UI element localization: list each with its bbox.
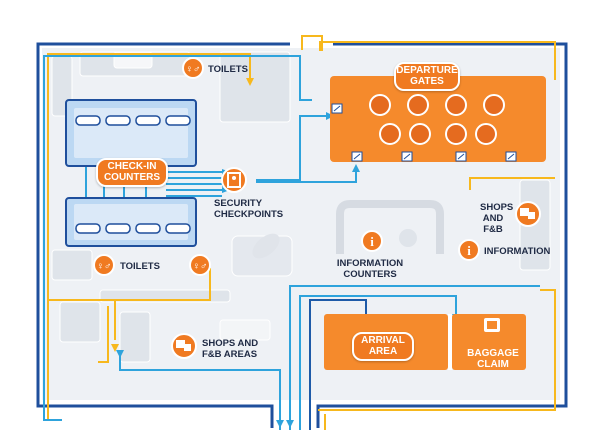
shop-icon xyxy=(515,201,541,227)
checkin-counters-label: CHECK-IN COUNTERS xyxy=(96,158,168,187)
baggage-line2: CLAIM xyxy=(477,359,509,370)
shops-fb-right-label: SHOPS AND F&B xyxy=(480,202,514,235)
shops-right-line2: AND xyxy=(482,213,504,224)
security-line2: CHECKPOINTS xyxy=(214,209,284,220)
departure-gates-label: DEPARTURE GATES xyxy=(394,62,460,91)
svg-text:i: i xyxy=(467,243,471,258)
info-counters-line1: INFORMATION xyxy=(336,258,404,269)
departure-line1: DEPARTURE xyxy=(396,65,458,76)
arrival-area-label: ARRIVAL AREA xyxy=(352,332,414,361)
checkin-line1: CHECK-IN xyxy=(107,161,157,172)
shops-bottom-line1: SHOPS AND xyxy=(202,338,259,349)
checkin-line2: COUNTERS xyxy=(103,172,161,183)
shop-icon xyxy=(171,333,197,359)
baggage-line1: BAGGAGE xyxy=(467,348,519,359)
checkin-counters xyxy=(65,99,197,247)
departure-line2: GATES xyxy=(410,76,444,87)
information-right-label: INFORMATION xyxy=(484,246,551,257)
toilets-top-label: TOILETS xyxy=(208,64,248,75)
svg-text:♀♂: ♀♂ xyxy=(97,261,112,272)
arrival-line1: ARRIVAL xyxy=(361,335,405,346)
info-counters-line2: COUNTERS xyxy=(343,269,397,280)
svg-text:♀♂: ♀♂ xyxy=(193,261,208,272)
blue-route xyxy=(43,55,540,430)
security-line1: SECURITY xyxy=(214,198,263,209)
terminal-walls xyxy=(36,42,568,428)
information-icon: i xyxy=(361,230,383,252)
shops-bottom-line2: F&B AREAS xyxy=(202,349,258,360)
arrival-line2: AREA xyxy=(368,346,398,357)
svg-text:♀♂: ♀♂ xyxy=(186,64,201,75)
security-scanner-icon xyxy=(221,167,247,193)
information-counters-label: INFORMATION COUNTERS xyxy=(334,258,406,280)
baggage-claim-label: BAGGAGE CLAIM xyxy=(462,345,524,374)
security-checkpoints-label: SECURITY CHECKPOINTS xyxy=(214,198,283,220)
departure-gates-area xyxy=(330,76,546,162)
toilet-icon: ♀♂ xyxy=(93,254,115,276)
svg-text:i: i xyxy=(370,234,374,249)
shops-fb-areas-label: SHOPS AND F&B AREAS xyxy=(202,338,258,360)
shops-right-line3: F&B xyxy=(483,224,503,235)
toilet-icon: ♀♂ xyxy=(182,57,204,79)
toilets-mid-label: TOILETS xyxy=(120,261,160,272)
toilet-icon: ♀♂ xyxy=(189,254,211,276)
information-icon: i xyxy=(458,239,480,261)
shops-right-line1: SHOPS xyxy=(480,202,514,213)
